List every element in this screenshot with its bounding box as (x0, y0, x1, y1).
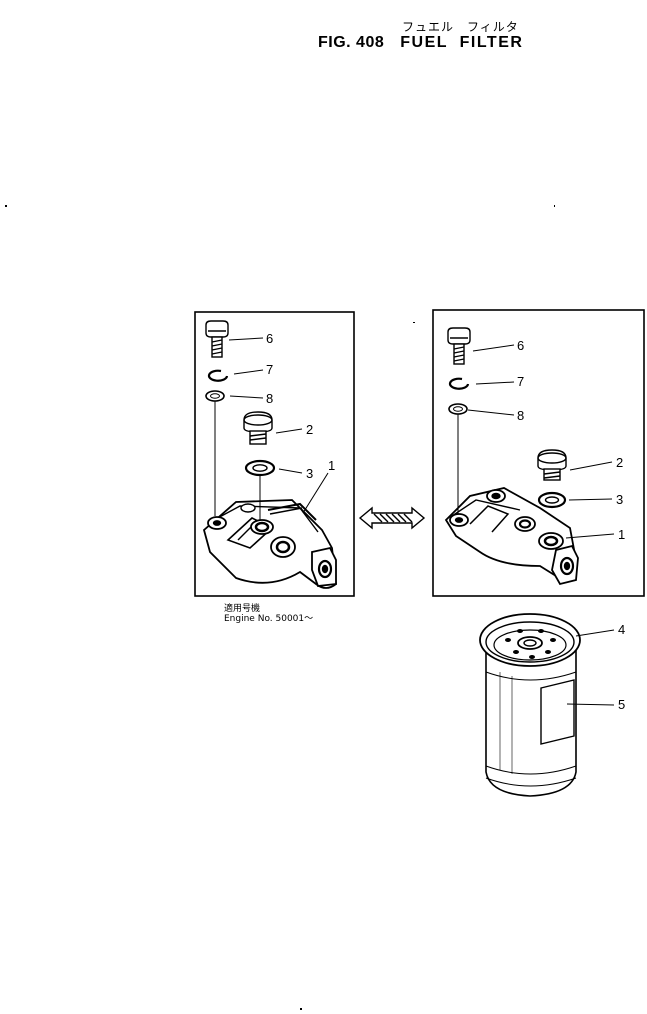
leader-line-4 (575, 629, 615, 637)
leader-line-8 (467, 409, 515, 416)
snap-ring-part-7 (448, 377, 470, 390)
left-panel: 6 7 8 2 3 1 (194, 311, 355, 597)
callout-3: 3 (616, 492, 623, 507)
callout-6: 6 (266, 331, 273, 346)
leader-line-2 (275, 428, 303, 434)
callout-2: 2 (616, 455, 623, 470)
leader-line-7 (233, 369, 264, 375)
callout-3: 3 (306, 466, 313, 481)
figure-title: FIG. 408 FUEL FILTER (318, 34, 523, 52)
gasket-part-3 (244, 459, 276, 477)
callout-1: 1 (618, 527, 625, 542)
filter-label-part-5 (540, 679, 575, 745)
callout-5: 5 (618, 697, 625, 712)
callout-7: 7 (266, 362, 273, 377)
leader-line-8 (229, 395, 264, 399)
left-panel-frame (194, 311, 355, 597)
filter-head-part-1 (444, 487, 579, 586)
title-kana: フュエル フィルタ (402, 20, 519, 34)
leader-line-1 (565, 533, 615, 539)
callout-1: 1 (328, 458, 335, 473)
callout-6: 6 (517, 338, 524, 353)
callout-2: 2 (306, 422, 313, 437)
snap-ring-part-7 (207, 369, 229, 382)
leader-line-7 (475, 381, 515, 385)
callout-4: 4 (618, 622, 625, 637)
scan-specks (5, 205, 555, 1010)
filter-head-part-1 (202, 499, 337, 589)
leader-line-3 (278, 468, 303, 474)
figure-name: FUEL FILTER (400, 34, 524, 51)
plug-part-2 (243, 411, 273, 445)
callout-8: 8 (266, 391, 273, 406)
bolt-part-6 (205, 320, 229, 358)
gasket-part-3 (537, 491, 567, 509)
right-panel-frame (432, 309, 645, 597)
callout-7: 7 (517, 374, 524, 389)
right-panel: 6 7 8 2 3 1 (432, 309, 645, 597)
leader-line-3 (568, 498, 613, 501)
interchangeable-arrow (358, 506, 426, 530)
figure-number: FIG. 408 (318, 34, 385, 51)
washer-part-8 (205, 390, 225, 402)
leader-line-6 (472, 344, 515, 352)
leader-line-2 (569, 461, 613, 471)
applicability-note-serial: Engine No. 50001～ (224, 614, 314, 624)
applicability-note-jp: 適用号機 (224, 604, 261, 614)
applicability-note: 適用号機 Engine No. 50001～ (224, 604, 313, 624)
leader-line-6 (228, 337, 264, 341)
leader-line-5 (566, 703, 615, 706)
washer-part-8 (448, 403, 468, 415)
plug-part-2 (537, 449, 567, 481)
leader-line-1 (302, 472, 329, 514)
callout-8: 8 (517, 408, 524, 423)
bolt-part-6 (447, 327, 471, 365)
